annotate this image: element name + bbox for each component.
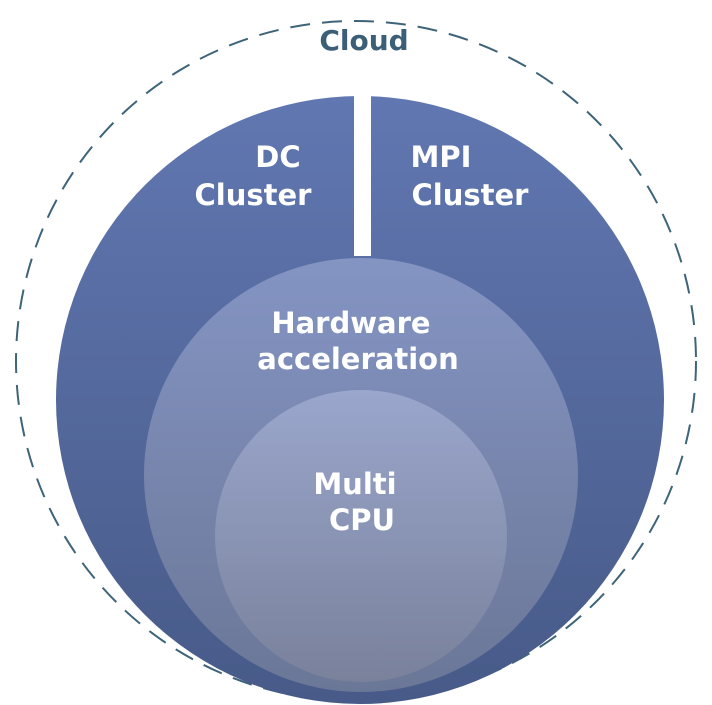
dc-cluster-line-2: Cluster — [195, 178, 313, 212]
hardware-acceleration-label: Hardware acceleration — [257, 306, 458, 376]
mpi-cluster-line-2: Cluster — [412, 178, 530, 212]
multi-cpu-line-2: CPU — [329, 503, 395, 537]
hardware-acceleration-line-1: Hardware — [271, 306, 430, 340]
dc-cluster-line-1: DC — [255, 140, 300, 174]
mpi-cluster-line-1: MPI — [410, 140, 471, 174]
mpi-cluster-label: MPI Cluster — [410, 140, 529, 212]
multi-cpu-line-1: Multi — [313, 467, 396, 501]
hardware-acceleration-line-2: acceleration — [257, 342, 458, 376]
cluster-divider — [354, 90, 371, 256]
multi-cpu-label: Multi CPU — [313, 467, 406, 537]
multi-cpu-circle — [215, 390, 507, 682]
cloud-label: Cloud — [319, 24, 408, 57]
cloud-dashed-ring — [15, 20, 697, 702]
dc-cluster-label: DC Cluster — [195, 140, 313, 212]
